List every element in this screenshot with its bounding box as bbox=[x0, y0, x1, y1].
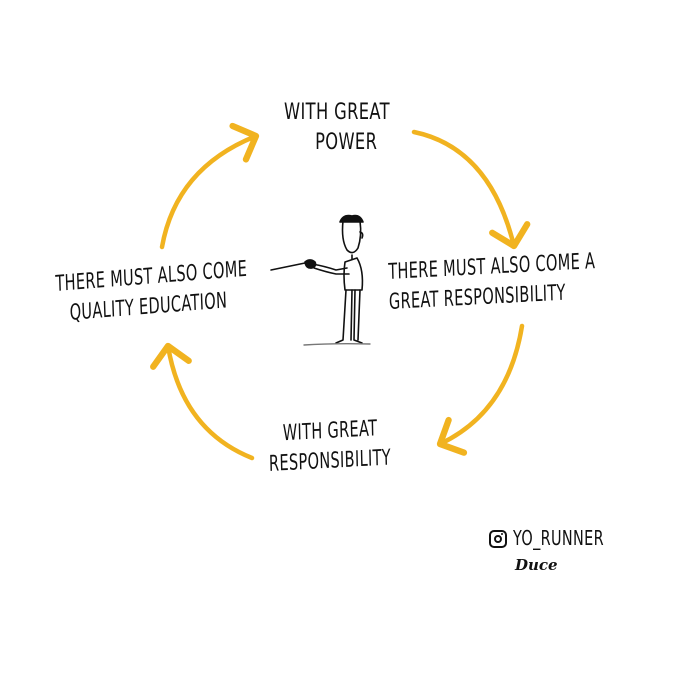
node-with-great-power: WITH GREAT POWER bbox=[284, 98, 390, 158]
author-credit: YO_RUNNER Duce bbox=[489, 526, 629, 580]
node-with-great-responsibility: WITH GREAT RESPONSIBILITY bbox=[268, 414, 392, 480]
arrow-bottom-to-left bbox=[150, 342, 255, 461]
arrow-right-to-bottom bbox=[436, 323, 525, 456]
arrow-top-to-right bbox=[411, 129, 531, 250]
node-great-responsibility: THERE MUST ALSO COME A GREAT RESPONSIBIL… bbox=[388, 247, 596, 318]
instagram-handle: YO_RUNNER bbox=[513, 526, 604, 550]
instagram-icon bbox=[489, 530, 507, 548]
node-top-line-1: WITH GREAT bbox=[284, 100, 390, 125]
node-top-line-2: POWER bbox=[315, 130, 378, 155]
artist-signature: Duce bbox=[515, 556, 558, 574]
arrow-left-to-top bbox=[159, 122, 260, 250]
node-bottom-line-2: RESPONSIBILITY bbox=[268, 445, 392, 477]
